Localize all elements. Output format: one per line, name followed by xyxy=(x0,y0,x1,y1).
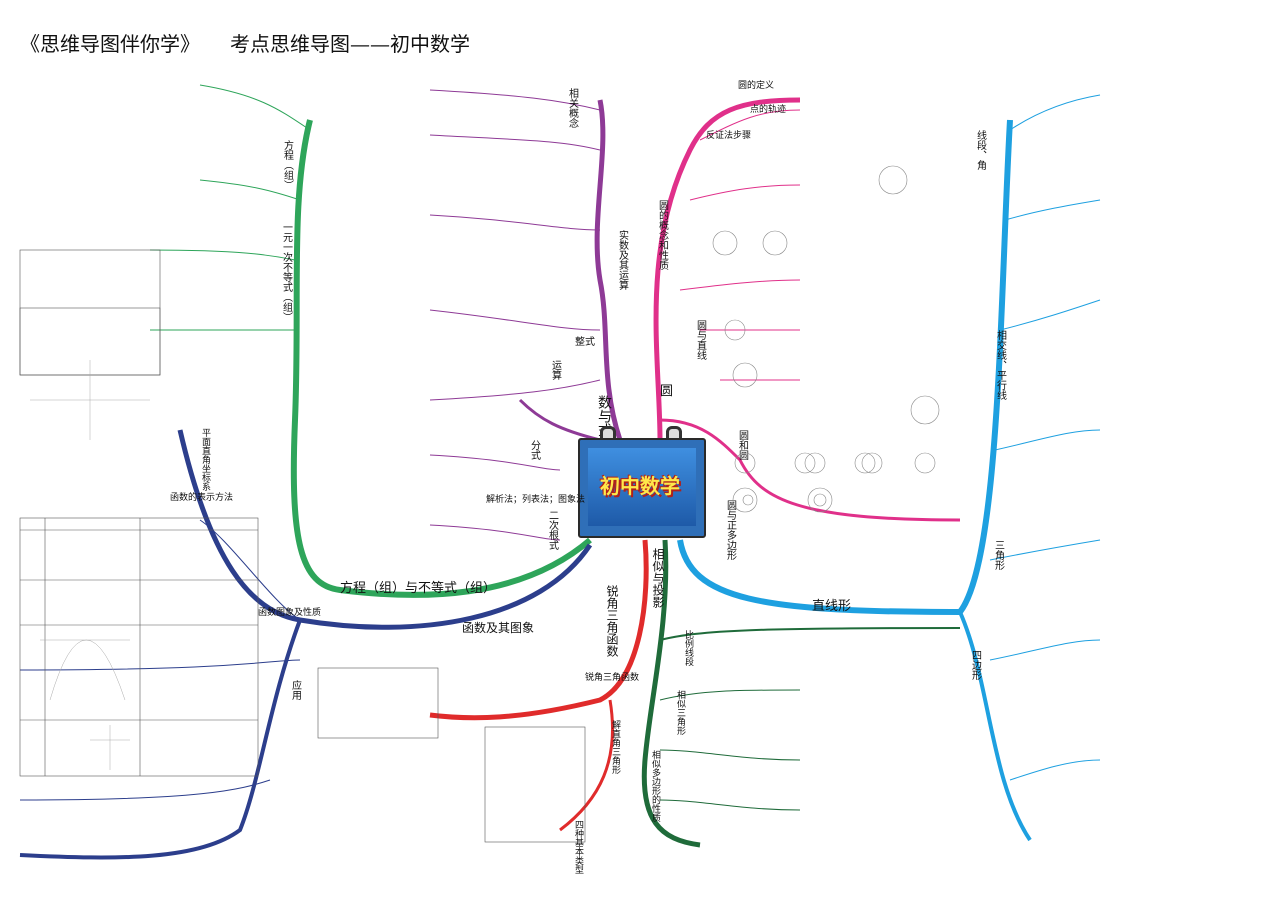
label-line: 直线形 xyxy=(812,599,851,614)
branch-circle-2 xyxy=(659,418,961,522)
branch-func xyxy=(177,429,593,630)
sub-sim-tri: 相似三角形 xyxy=(675,689,686,736)
sub-acute: 锐角三角函数 xyxy=(585,671,639,683)
branch-line xyxy=(677,119,1013,616)
num-subbranches xyxy=(429,89,601,541)
sub-ratio: 比例线段 xyxy=(683,629,694,667)
circle-diagrams xyxy=(712,165,940,513)
sub-inequality: 一元一次不等式（组） xyxy=(281,222,293,322)
sub-radical: 二次根式 xyxy=(547,510,559,550)
branch-trig xyxy=(429,539,649,721)
sub-coords: 平面直角坐标系 xyxy=(200,428,211,491)
circle-def-note: 圆的定义 xyxy=(738,81,775,91)
sub-parallel: 相交线、平行线 xyxy=(995,329,1007,400)
circle-pos-note: 点的轨迹 xyxy=(750,105,787,115)
eq-subbranches xyxy=(149,84,311,331)
label-func: 函数及其图象 xyxy=(462,620,534,635)
branch-sim xyxy=(641,539,701,848)
sub-circle-line: 圆与直线 xyxy=(695,320,707,360)
func-subbranches xyxy=(19,519,301,801)
branch-num xyxy=(594,99,623,441)
sub-types: 四种基本类型 xyxy=(573,820,584,874)
func-methods-note: 解析法；列表法；图象法 xyxy=(486,495,586,505)
sub-polynomial: 整式 xyxy=(575,335,595,348)
detail-tables xyxy=(19,249,586,843)
branch-eq xyxy=(290,119,592,598)
circle-proof-note: 反证法步骤 xyxy=(706,131,752,141)
sub-circle-circle: 圆和圆 xyxy=(737,430,749,461)
sub-solve: 解直角三角形 xyxy=(610,719,621,775)
label-sim: 相似与投影 xyxy=(651,548,665,608)
sub-circle-poly: 圆与正多边形 xyxy=(725,500,737,561)
branch-line-2 xyxy=(958,611,1032,842)
sub-apply: 应用 xyxy=(290,679,302,701)
sub-triangle: 三角形 xyxy=(993,540,1005,571)
sub-real-ops: 实数及其运算 xyxy=(617,229,629,291)
sub-concepts: 相关概念 xyxy=(567,87,579,128)
sub-sim-poly: 相似多边形的性质 xyxy=(650,749,661,823)
center-frame xyxy=(578,438,706,538)
sub-circle-def: 圆的概念和性质 xyxy=(657,200,669,271)
sub-ops: 运算 xyxy=(550,360,562,381)
sim-subbranches xyxy=(659,689,801,811)
center-screen xyxy=(588,448,696,526)
branch-func-2 xyxy=(19,619,302,860)
page-title: 考点思维导图——初中数学 xyxy=(230,32,470,56)
center-title: 初中数学 xyxy=(600,474,680,498)
sub-seg-angle: 线段、角 xyxy=(975,129,987,171)
book-title: 《思维导图伴你学》 xyxy=(20,32,200,56)
branch-circle xyxy=(653,97,801,441)
sub-equations: 方程（组） xyxy=(282,139,294,190)
sub-graph: 函数图象及性质 xyxy=(258,606,321,618)
label-trig: 锐角三角函数 xyxy=(605,585,619,658)
center-calendar: 初中数学 xyxy=(578,426,706,538)
label-circle: 圆 xyxy=(660,384,673,399)
page-header: 《思维导图伴你学》 考点思维导图——初中数学 xyxy=(0,0,1286,60)
coord-sketch xyxy=(30,360,150,770)
label-eq: 方程（组）与不等式（组） xyxy=(340,580,496,596)
branch-num-lower xyxy=(518,398,601,442)
sub-methods: 函数的表示方法 xyxy=(170,491,233,503)
line-subbranches xyxy=(989,94,1101,781)
branch-trig-2 xyxy=(559,699,615,832)
sub-quad: 四边形 xyxy=(970,650,982,681)
branch-sim-2 xyxy=(659,627,961,641)
sub-fraction: 分式 xyxy=(529,440,541,460)
circle-subbranches xyxy=(679,109,801,381)
